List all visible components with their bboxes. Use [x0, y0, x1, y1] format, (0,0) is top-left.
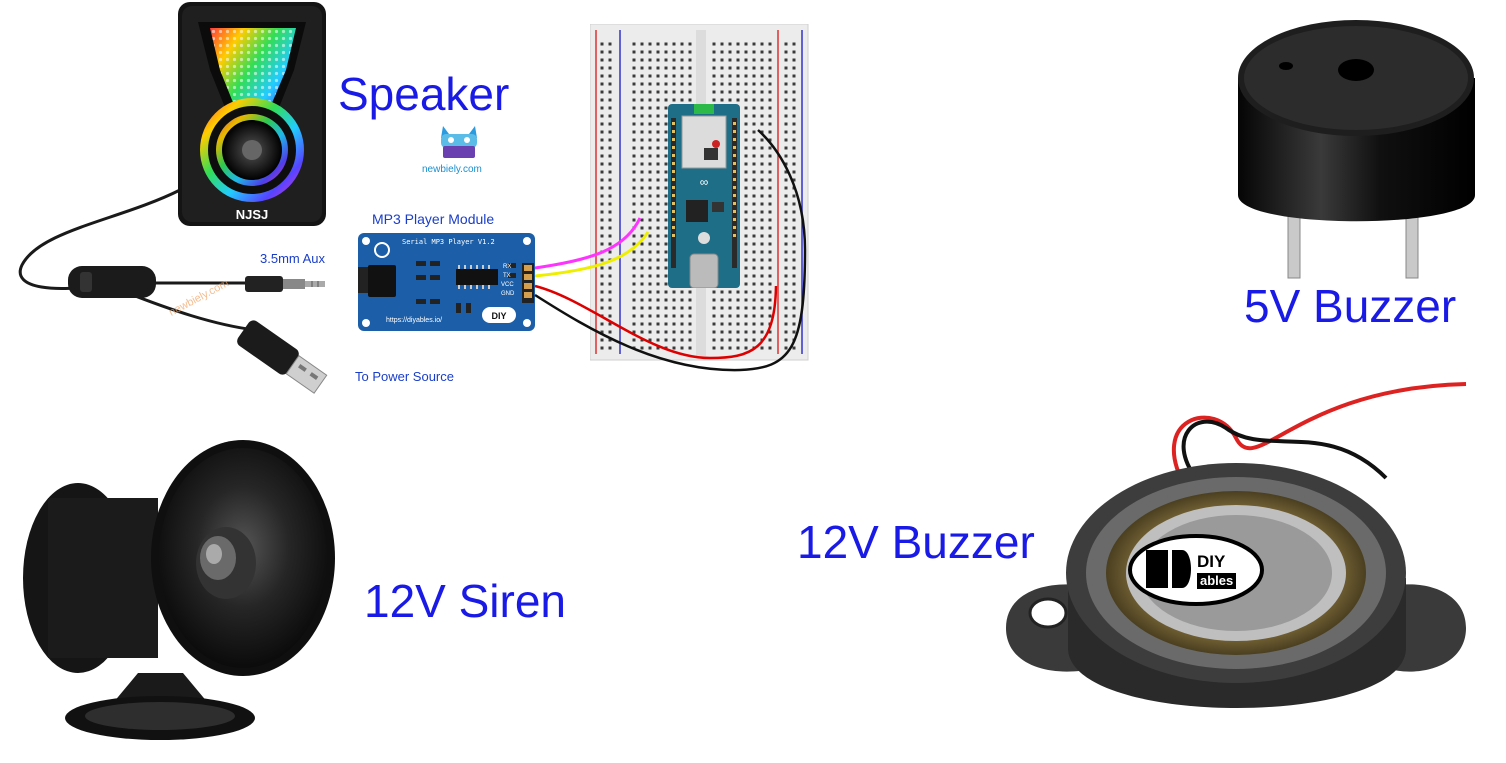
speaker-icon: NJSJ [18, 2, 328, 394]
speaker-label: Speaker [338, 68, 510, 120]
mp3-module-label: MP3 Player Module [372, 211, 495, 227]
aux-label: 3.5mm Aux [260, 251, 326, 266]
newbiely-logo-text: newbiely.com [422, 164, 482, 175]
mp3-board-title: Serial MP3 Player V1.2 [402, 238, 495, 246]
mp3-board-url: https://diyables.io/ [386, 317, 443, 324]
diy-logo-bottom: ables [1197, 573, 1237, 589]
mp3-module-icon: DIY Serial MP3 Player V1.2 RX TX VCC GND… [358, 233, 535, 331]
svg-text:∞: ∞ [700, 175, 709, 189]
buzzer-12v-label: 12V Buzzer [797, 516, 1035, 568]
mp3-pin-vcc: VCC [501, 282, 514, 288]
mp3-pin-rx: RX [503, 264, 512, 270]
speaker-brand: NJSJ [236, 207, 269, 222]
buzzer-5v-label: 5V Buzzer [1244, 280, 1457, 332]
mp3-board-logo: DIY [491, 311, 506, 321]
mp3-pin-tx: TX [503, 273, 511, 279]
diy-ables-logo: DIY ables [1197, 552, 1247, 592]
arduino-board-icon: ∞ [668, 104, 740, 288]
diy-logo-top: DIY [1197, 552, 1226, 571]
siren-icon [23, 440, 335, 740]
mp3-pin-gnd: GND [501, 291, 515, 297]
siren-12v-label: 12V Siren [364, 575, 567, 627]
buzzer-5v-icon [1238, 20, 1475, 279]
breadboard-icon [590, 24, 809, 361]
newbiely-logo-icon [441, 126, 477, 158]
wires [534, 129, 807, 372]
power-source-label: To Power Source [355, 369, 454, 384]
